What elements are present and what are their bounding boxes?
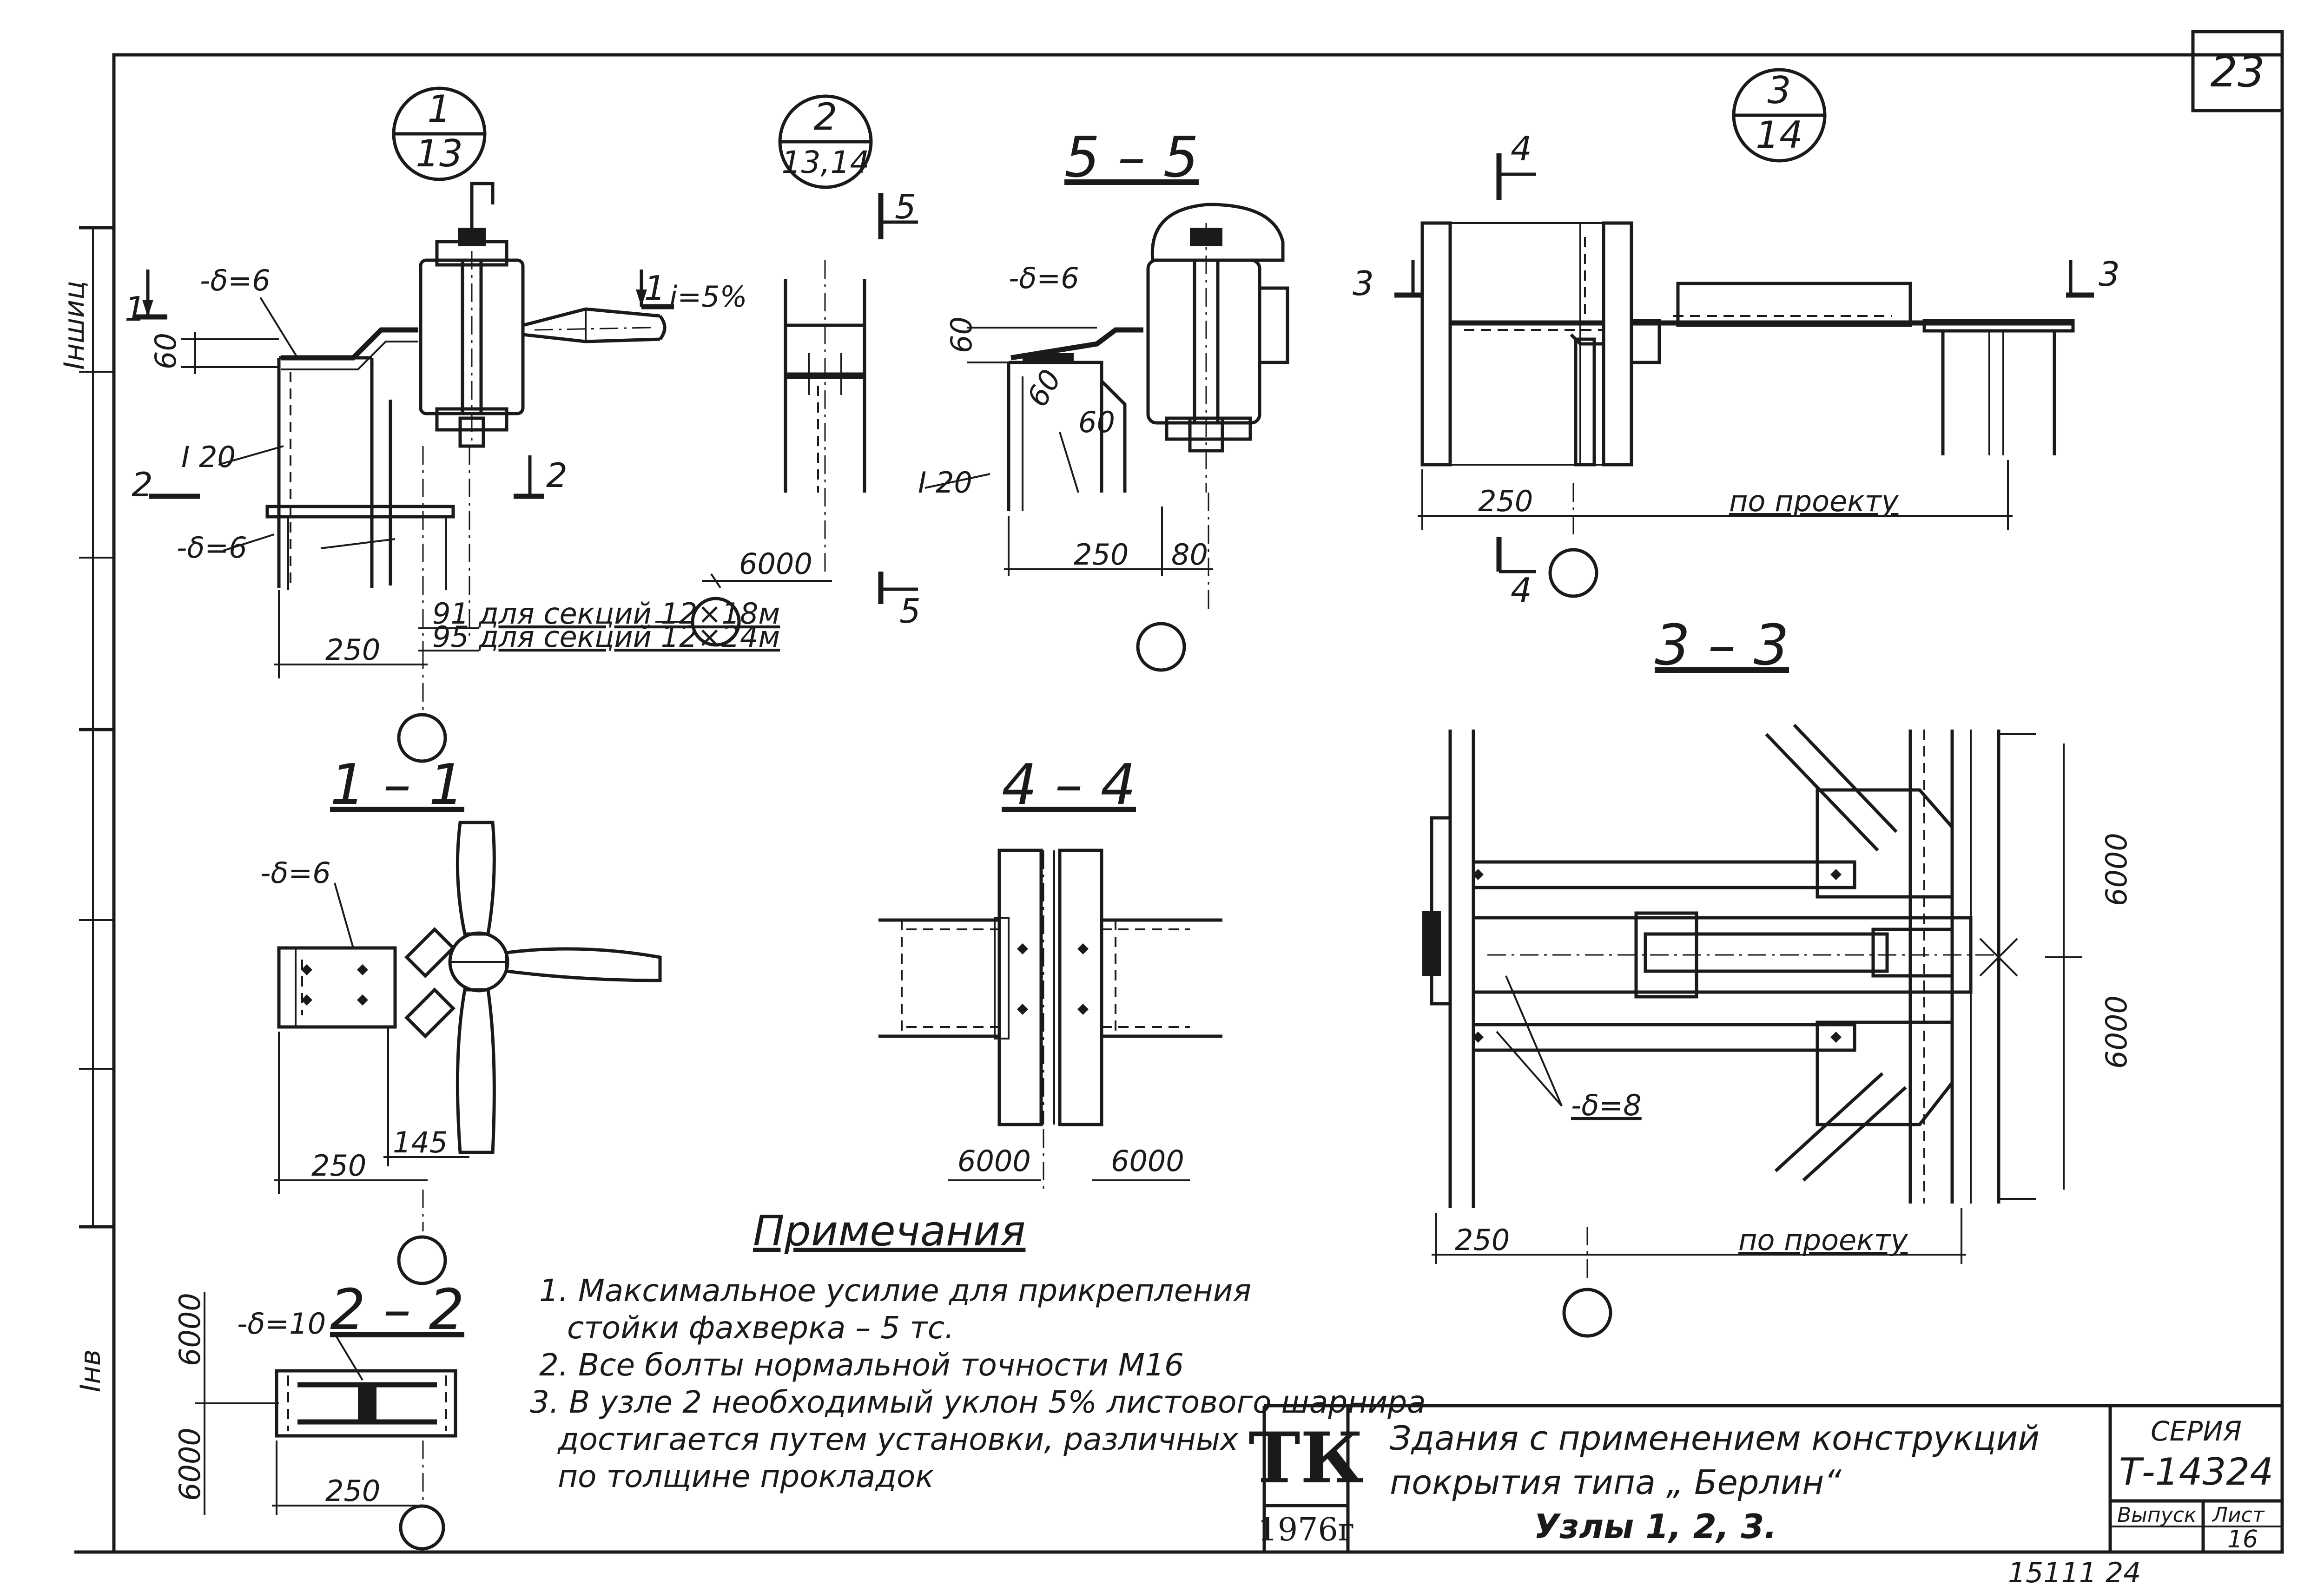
callout-node-3-bottom: 14	[1756, 113, 1803, 157]
node-1-dim-91: 91	[432, 597, 469, 631]
section-3-3-dim-250: 250	[1455, 1223, 1510, 1257]
node-3-dim-project: по проекту	[1729, 484, 1899, 518]
node-1-profile-label: I 20	[181, 440, 236, 474]
section-2-2-dim-bottom: 6000	[173, 1428, 207, 1501]
left-stamp-text-1: Інв	[74, 1349, 107, 1392]
title-block-line-3: Узлы 1, 2, 3.	[1534, 1507, 1777, 1546]
node-3-drawing	[1394, 153, 2094, 598]
section-5-5-dim-250: 250	[1074, 538, 1129, 572]
callout-node-3: 3 14	[1732, 68, 1827, 163]
section-1-1-title: 1 – 1	[330, 753, 464, 817]
section-3-3-drawing	[1422, 724, 2082, 1338]
section-1-1-dim-145: 145	[393, 1125, 448, 1159]
issue-label: Выпуск	[2117, 1503, 2197, 1527]
node-1-slope: i=5%	[669, 280, 747, 314]
node-3-cut3-right: 3	[2099, 255, 2120, 294]
section-3-3-dim-project: по проекту	[1738, 1223, 1908, 1257]
title-block-line-2: покрытия типа „ Берлин“	[1390, 1463, 1842, 1502]
section-2-2-plate-label: -δ=10	[237, 1307, 326, 1341]
callout-node-3-top: 3	[1768, 69, 1791, 112]
notes-heading: Примечания	[753, 1207, 1025, 1256]
node-3-cut4-bottom: 4	[1511, 571, 1532, 610]
callout-node-2-top: 2	[814, 95, 838, 138]
page-number: 23	[2210, 47, 2265, 97]
callout-node-1-bottom: 13	[416, 132, 463, 175]
node-1-dim-250: 250	[325, 633, 380, 667]
note-line-4: 3. В узле 2 необходимый уклон 5% листово…	[530, 1384, 1426, 1420]
callout-node-2-bottom: 13,14	[782, 145, 870, 180]
section-2-2-dim-top: 6000	[173, 1293, 207, 1366]
section-1-1-drawing	[274, 821, 662, 1285]
title-block	[1262, 1404, 2282, 1552]
callout-node-1-top: 1	[428, 87, 451, 131]
title-block-logo: ТК	[1248, 1417, 1364, 1499]
section-5-5-dim-60c: 60	[1078, 405, 1115, 439]
node-1-dim-60: 60	[149, 333, 183, 369]
left-stamp: Інв Іншиц	[58, 281, 107, 1392]
section-5-5-drawing	[924, 203, 1289, 672]
node-3-cut3-left: 3	[1353, 264, 1374, 303]
section-5-5-title: 5 – 5	[1064, 125, 1199, 190]
node-1-cut2-right: 2	[546, 456, 568, 495]
left-stamp-text-2: Іншиц	[58, 281, 91, 370]
section-3-3-dim-bottom: 6000	[2100, 995, 2133, 1069]
section-4-4-title: 4 – 4	[1002, 753, 1136, 817]
section-5-5-dim-60a: 60	[944, 316, 978, 353]
node-2-dim-6000: 6000	[739, 547, 812, 581]
section-4-4-dim-right: 6000	[1111, 1144, 1184, 1178]
node-1-note-91: для секций 12×18м	[478, 597, 780, 631]
sheet-value: 16	[2227, 1526, 2258, 1553]
node-1-cut2-left: 2	[132, 465, 153, 504]
note-line-2: стойки фахверка – 5 тс.	[567, 1310, 954, 1346]
node-1-plate-top-label: -δ=6	[200, 263, 271, 297]
note-line-6: по толщине прокладок	[558, 1459, 934, 1494]
sheet-label: Лист	[2212, 1503, 2265, 1527]
bottom-code-right: 24	[2106, 1557, 2141, 1589]
node-1-plate-bottom-label: -δ=6	[177, 531, 247, 565]
section-4-4-drawing	[878, 849, 1222, 1190]
callout-node-2: 2 13,14	[778, 94, 873, 189]
section-2-2-drawing	[195, 1292, 457, 1551]
node-1-dim-95: 95	[432, 620, 469, 654]
node-2-drawing	[702, 193, 918, 604]
section-1-1-plate-label: -δ=6	[260, 856, 331, 890]
node-2-cut5-bottom: 5	[899, 592, 921, 631]
section-5-5-dim-60b: 60	[1020, 364, 1068, 413]
callout-node-1: 1 13	[392, 86, 487, 181]
section-3-3-plate-label: -δ=8	[1571, 1088, 1642, 1122]
node-1-cut1-right: 1	[644, 269, 666, 308]
node-1-drawing	[135, 182, 741, 763]
section-5-5-dim-80: 80	[1171, 538, 1208, 572]
note-line-1: 1. Максимальное усилие для прикрепления	[539, 1273, 1251, 1309]
section-3-3-dim-top: 6000	[2100, 833, 2133, 906]
note-line-5: достигается путем установки, различных	[557, 1421, 1239, 1457]
section-1-1-dim-250: 250	[311, 1149, 366, 1183]
section-2-2-title: 2 – 2	[330, 1278, 464, 1342]
note-line-3: 2. Все болты нормальной точности М16	[539, 1347, 1184, 1383]
title-block-line-1: Здания с применением конструкций	[1390, 1419, 2040, 1458]
sheet-frame	[74, 30, 2284, 1554]
node-2-cut5-top: 5	[895, 187, 916, 226]
node-1-cut1-left: 1	[125, 289, 146, 329]
section-2-2-dim-250: 250	[325, 1474, 380, 1508]
series-label: СЕРИЯ	[2151, 1415, 2242, 1447]
series-value: Т-14324	[2119, 1450, 2273, 1493]
section-5-5-profile-label: I 20	[918, 466, 972, 500]
section-3-3-title: 3 – 3	[1655, 613, 1789, 678]
title-block-year: 1976г	[1258, 1512, 1355, 1548]
node-3-cut4-top: 4	[1511, 129, 1532, 168]
node-3-dim-250: 250	[1478, 484, 1533, 518]
section-4-4-dim-left: 6000	[957, 1144, 1031, 1178]
bottom-code-left: 15111	[2008, 1557, 2097, 1589]
section-5-5-plate-label: -δ=6	[1009, 261, 1079, 295]
notes-block: Примечания 1. Максимальное усилие для пр…	[530, 1207, 1426, 1494]
node-1-note-95: для секций 12×24м	[478, 620, 780, 654]
